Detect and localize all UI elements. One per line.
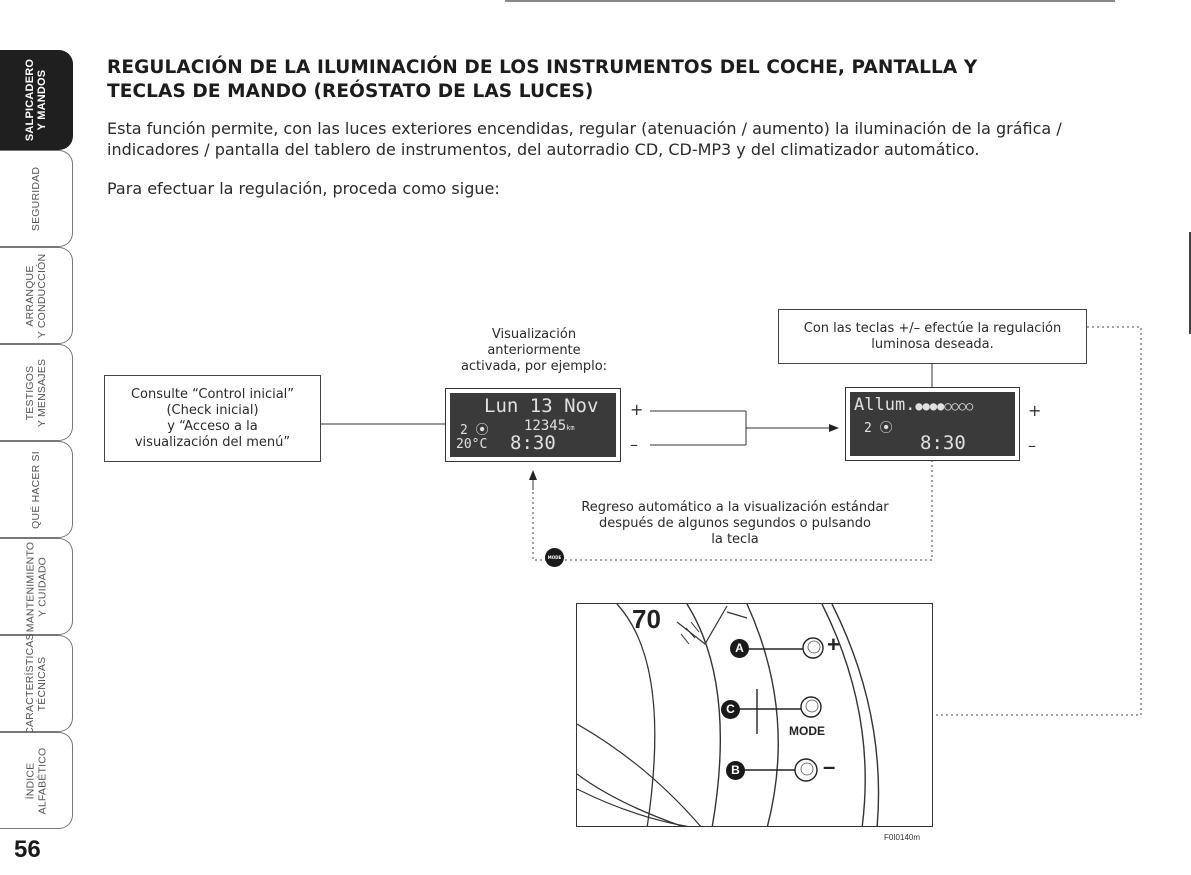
mode-key-icon: MODE xyxy=(545,548,564,567)
minus-sign: – xyxy=(630,435,638,454)
tab-seguridad[interactable]: SEGURIDAD xyxy=(0,150,73,247)
lcd-date: Lun 13 Nov xyxy=(484,395,599,417)
lamp-icon: ⦿ xyxy=(467,423,489,438)
page-title: REGULACIÓN DE LA ILUMINACIÓN DE LOS INST… xyxy=(107,57,978,102)
lamp-icon: ⦿ xyxy=(871,421,893,436)
page-number: 56 xyxy=(14,836,41,863)
previous-display: Lun 13 Nov 2 ⦿ 12345km 20°C 8:30 xyxy=(445,388,621,462)
badge-a: A xyxy=(730,639,749,658)
lcd-gear: 2 ⦿ xyxy=(864,421,893,436)
plus-sign: + xyxy=(1028,401,1042,420)
lcd-odometer: 12345km xyxy=(524,418,575,434)
instruction-paragraph: Para efectuar la regulación, proceda com… xyxy=(107,179,500,198)
return-label: Regreso automático a la visualización es… xyxy=(545,500,925,567)
lcd-temperature: 20°C xyxy=(456,437,488,452)
badge-b: B xyxy=(726,761,745,780)
minus-button: – xyxy=(823,754,836,779)
lcd-clock: 8:30 xyxy=(920,432,966,454)
intro-paragraph: Esta función permite, con las luces exte… xyxy=(107,119,1062,159)
lcd-clock: 8:30 xyxy=(510,432,556,454)
mode-button-label: MODE xyxy=(789,724,825,738)
dashboard-illustration: 70 A + C MODE B – xyxy=(576,603,933,827)
brightness-display: Allum.●●●●○○○○ 2 ⦿ 8:30 xyxy=(845,387,1020,461)
dashboard-drawing xyxy=(577,604,880,826)
tab-label: QUÉ HACER SI xyxy=(30,450,43,529)
speed-marking: 70 xyxy=(632,604,661,634)
consult-box: Consulte “Control inicial” (Check inicia… xyxy=(104,375,321,462)
previous-display-label: Visualización anteriormente activada, po… xyxy=(460,327,608,374)
adjust-box: Con las teclas +/– efectúe la regulación… xyxy=(778,309,1087,364)
lcd-gear: 2 ⦿ xyxy=(460,423,489,438)
plus-sign: + xyxy=(630,400,644,419)
tab-que-hacer-si[interactable]: QUÉ HACER SI xyxy=(0,441,73,538)
plus-button: + xyxy=(827,632,840,657)
figure-code: F0I0140m xyxy=(884,833,921,842)
lcd-screen: Lun 13 Nov 2 ⦿ 12345km 20°C 8:30 xyxy=(450,393,616,457)
page-edge-mark xyxy=(1189,232,1191,334)
minus-sign: – xyxy=(1028,436,1036,455)
lcd-brightness-label: Allum.●●●●○○○○ xyxy=(854,395,974,415)
lcd-screen: Allum.●●●●○○○○ 2 ⦿ 8:30 xyxy=(850,392,1015,456)
tab-label: SEGURIDAD xyxy=(29,166,42,231)
brightness-level: ●●●●○○○○ xyxy=(915,399,974,413)
top-rule xyxy=(505,0,1115,2)
badge-c: C xyxy=(721,700,740,719)
